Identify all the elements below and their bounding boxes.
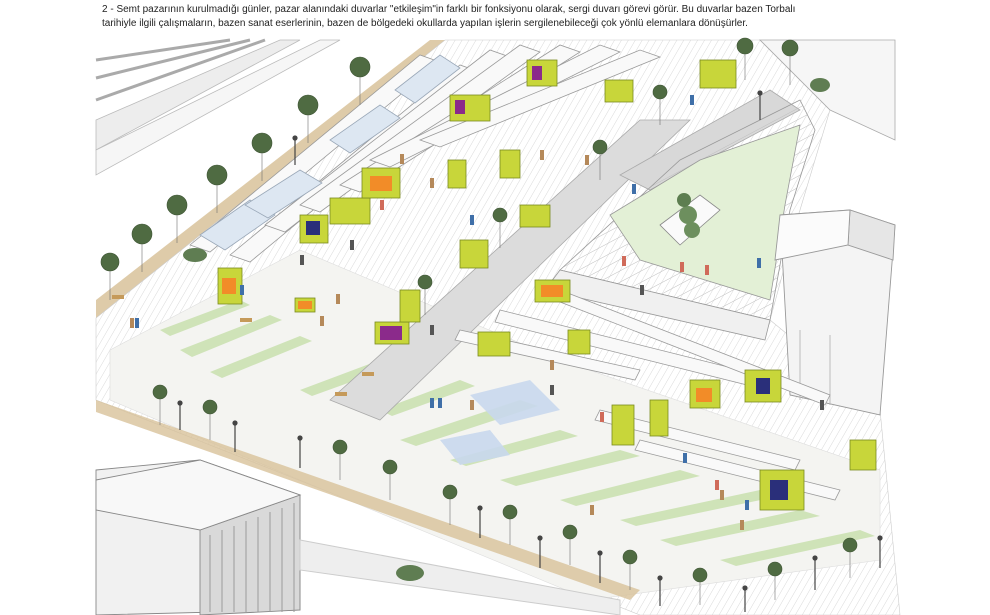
palm-trees: [100, 37, 858, 605]
palm-tree: [492, 207, 508, 248]
wall-23: [399, 289, 421, 323]
wall-21: [699, 59, 737, 89]
water-patches: [440, 380, 560, 465]
wall-11: [519, 204, 551, 228]
top-right-building: [759, 39, 896, 141]
caption-line-2: tarihiyle ilgili çalışmaların, bazen san…: [102, 18, 748, 29]
palm-tree: [652, 84, 668, 125]
bottom-road: [299, 539, 621, 615]
palm-tree: [502, 504, 518, 545]
palm-tree: [202, 399, 218, 440]
wall-9: [447, 159, 467, 189]
bottom-left-building: [95, 459, 302, 615]
palm-tree: [251, 132, 273, 181]
palm-tree: [417, 274, 433, 315]
palm-tree: [382, 459, 398, 500]
palm-tree: [206, 164, 228, 213]
palm-tree: [842, 537, 858, 578]
palm-tree: [349, 56, 371, 105]
palm-tree: [692, 567, 708, 605]
wall-20: [849, 439, 877, 471]
people: [130, 95, 824, 530]
wall-22: [604, 79, 634, 103]
caption: 2 - Semt pazarının kurulmadığı günler, p…: [102, 3, 892, 31]
wall-1: [329, 197, 371, 225]
palm-tree: [562, 524, 578, 565]
wall-8: [499, 149, 521, 179]
street-lamps: [177, 90, 883, 612]
grass-strips: [160, 300, 875, 566]
palm-tree: [332, 439, 348, 480]
wall-10: [459, 239, 489, 269]
palm-tree: [736, 37, 754, 80]
glass-roofs: [199, 54, 461, 251]
palm-tree: [622, 549, 638, 590]
bottom-sand-path: [96, 400, 640, 600]
shrubs: [183, 78, 830, 581]
wall-17: [611, 404, 635, 446]
benches: [112, 295, 374, 396]
caption-line-1: 2 - Semt pazarının kurulmadığı günler, p…: [102, 4, 796, 15]
wall-13: [567, 329, 591, 355]
palm-tree: [100, 252, 120, 300]
rail-road-strip: [95, 38, 341, 176]
palm-tree: [152, 384, 168, 425]
palm-tree: [442, 484, 458, 525]
wall-18: [649, 399, 669, 437]
palm-tree: [166, 194, 188, 243]
palm-tree: [592, 139, 608, 180]
palm-tree: [131, 223, 153, 272]
palm-tree: [297, 94, 319, 143]
palm-tree: [767, 561, 783, 600]
wall-14: [477, 331, 511, 357]
exhibition-walls: [217, 59, 877, 511]
palm-tree: [781, 39, 799, 85]
right-building: [774, 209, 896, 416]
